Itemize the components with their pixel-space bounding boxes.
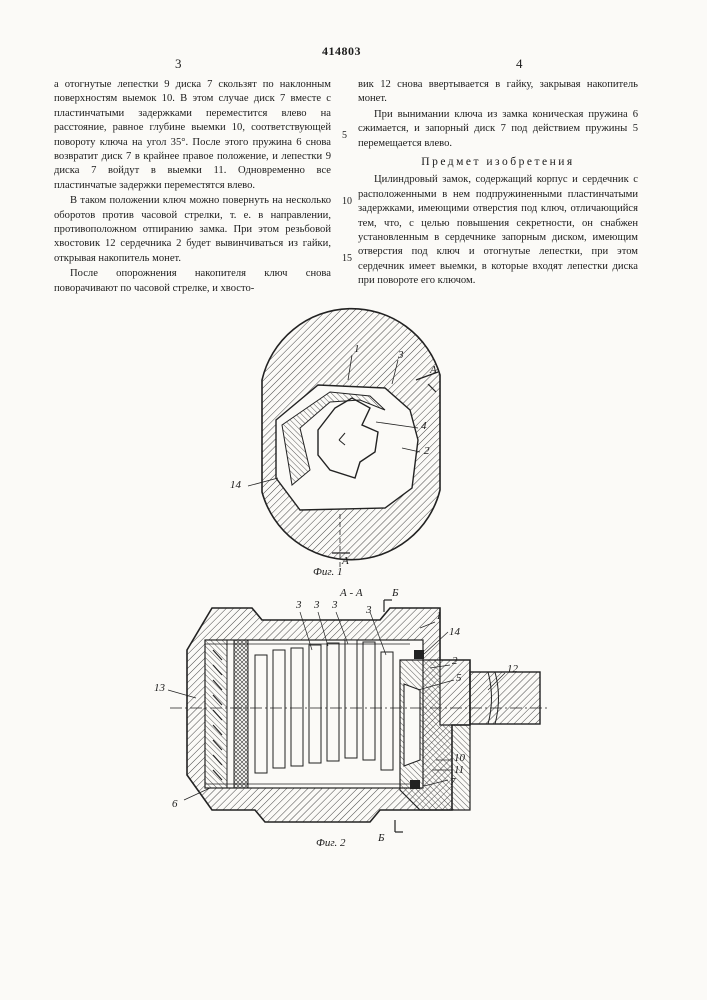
fig2-section-drawing bbox=[168, 600, 550, 832]
fig2-label-5: 5 bbox=[456, 672, 462, 684]
fig1-label-3: 3 bbox=[398, 349, 404, 361]
fig2-label-10: 10 bbox=[454, 752, 465, 764]
fig2-label-6: 6 bbox=[172, 798, 178, 810]
fig2-label-3a: 3 bbox=[296, 599, 302, 611]
fig1-label-14: 14 bbox=[230, 479, 241, 491]
fig1-label-2: 2 bbox=[424, 445, 430, 457]
fig2-label-7: 7 bbox=[450, 776, 456, 788]
fig2-label-2: 2 bbox=[452, 655, 458, 667]
fig2-label-12: 12 bbox=[507, 663, 518, 675]
fig2-label-14: 14 bbox=[449, 626, 460, 638]
fig2-label-3d: 3 bbox=[366, 604, 372, 616]
fig1-label-1: 1 bbox=[354, 343, 360, 355]
fig2-label-11: 11 bbox=[454, 764, 464, 776]
fig2-label-3c: 3 bbox=[332, 599, 338, 611]
fig2-section-mark-top: Б bbox=[392, 587, 399, 599]
fig2-label-13: 13 bbox=[154, 682, 165, 694]
fig2-section-mark-bottom: Б bbox=[378, 832, 385, 844]
fig1-section-mark: А bbox=[430, 364, 437, 376]
fig1-caption: Фиг. 1 bbox=[313, 566, 343, 578]
fig1-section-mark-bottom: А bbox=[342, 555, 349, 567]
fig2-label-1: 1 bbox=[436, 610, 442, 622]
fig1-label-4: 4 bbox=[421, 420, 427, 432]
fig2-label-3b: 3 bbox=[314, 599, 320, 611]
fig2-section-title: А - А bbox=[340, 587, 363, 599]
fig2-caption: Фиг. 2 bbox=[316, 837, 346, 849]
fig1-lock-body bbox=[248, 309, 440, 568]
